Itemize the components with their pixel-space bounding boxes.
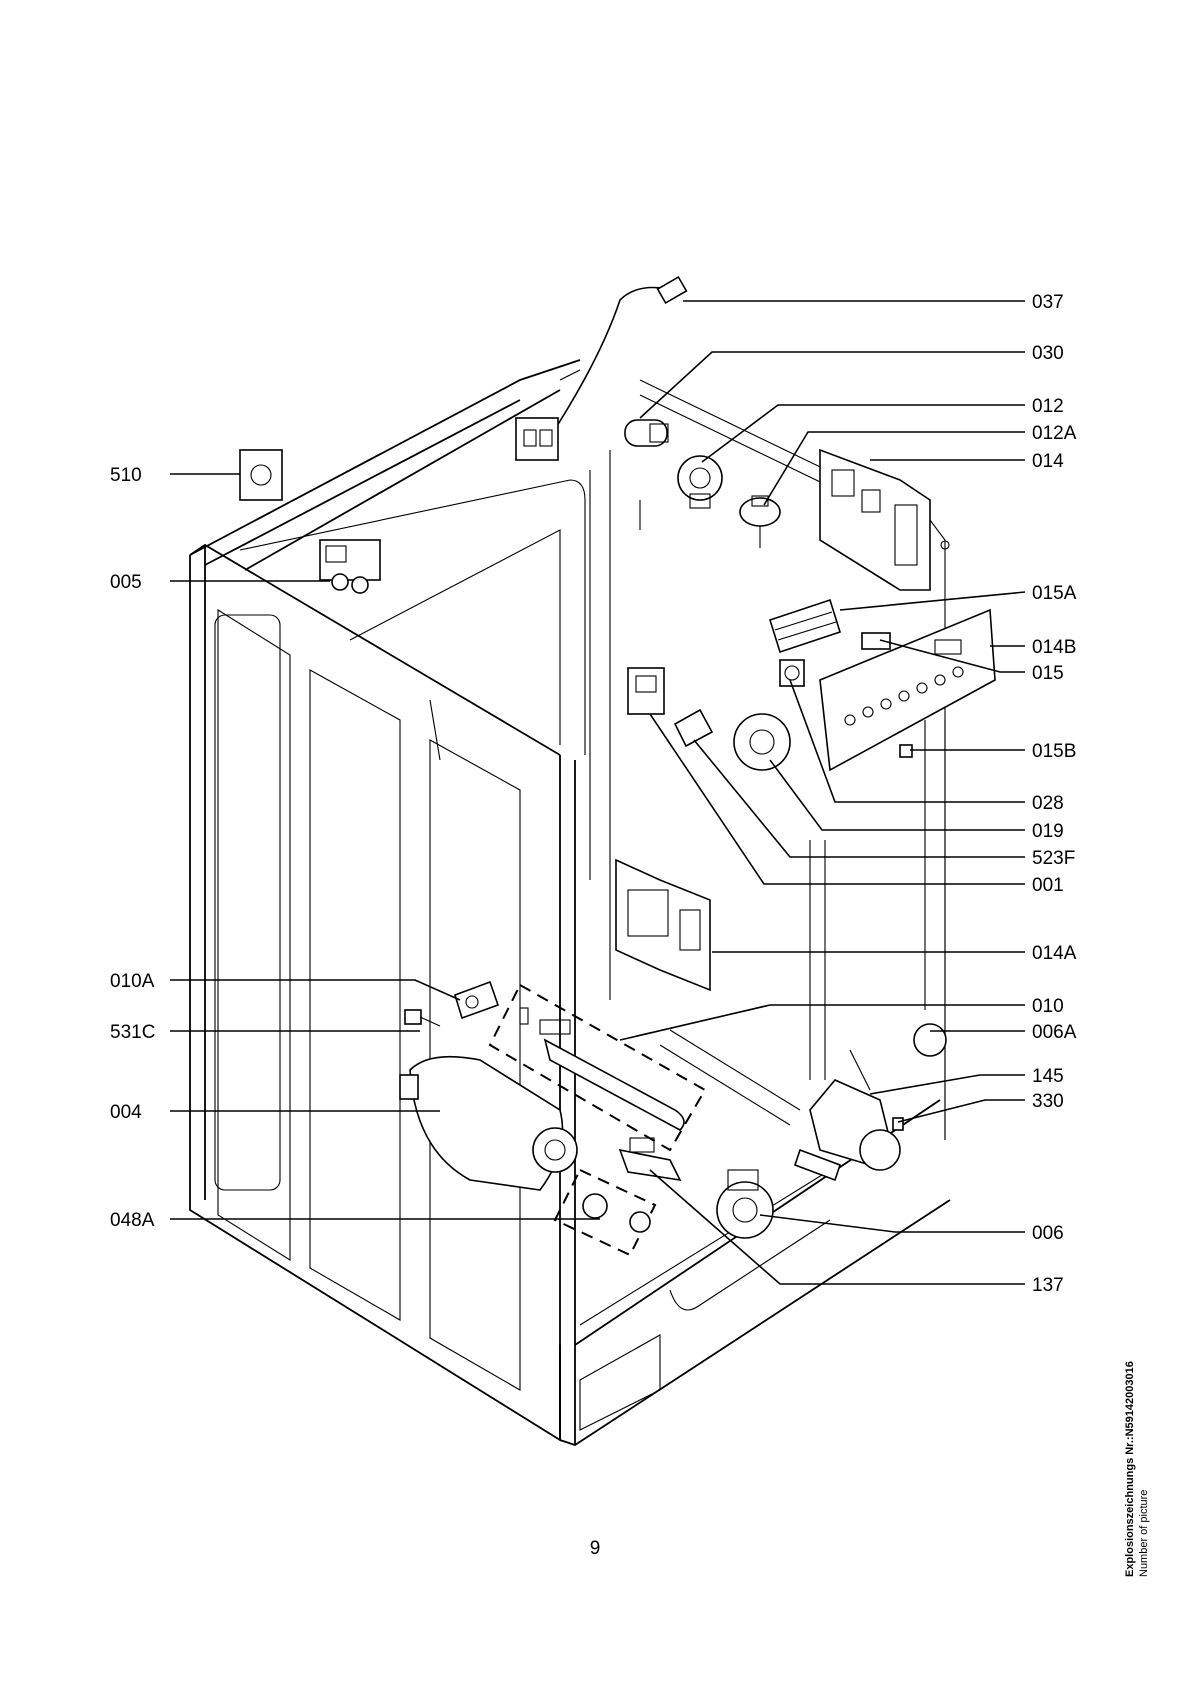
leader-012 [701,404,1025,463]
bolt-part [404,1009,441,1027]
leader-001 [649,713,1025,885]
selector-knob-part [779,659,805,687]
control-board-part [819,448,950,591]
leader-028 [789,679,1025,803]
motor-part [399,1055,578,1191]
drawing-number-caption: Number of picture [1138,1489,1150,1577]
callout-005: 005 [110,572,142,593]
leader-006 [759,1214,1025,1233]
timer-motor-part [733,713,791,771]
control-panel-part [819,608,996,772]
drawing-number: Explosionszeichnungs Nr.:N59142003016 [1124,1361,1136,1577]
leader-012A [763,431,1025,506]
callout-012: 012 [1032,396,1064,417]
callout-012A: 012A [1032,423,1077,444]
callout-037: 037 [1032,292,1064,313]
leader-010A [170,979,461,1001]
leader-lines [170,300,1026,1285]
page-number: 9 [589,1538,601,1559]
display-board-part [769,598,841,654]
callout-014B: 014B [1032,637,1076,658]
callout-145: 145 [1032,1066,1064,1087]
callout-531C: 531C [110,1022,155,1043]
filter-part [673,708,714,748]
callout-137: 137 [1032,1275,1064,1296]
callout-523F: 523F [1032,848,1075,869]
leader-019 [769,759,1025,831]
pressure-switch-2-part [739,495,781,548]
leader-137 [649,1169,1025,1285]
inlet-valve-part [319,539,381,594]
callout-030: 030 [1032,343,1064,364]
callout-510: 510 [110,465,142,486]
heater-bracket-part [454,980,500,1020]
leader-015 [879,639,1025,673]
leader-030 [639,351,1025,419]
drain-pump-part [716,1169,774,1239]
leader-015A [839,591,1026,611]
callout-001: 001 [1032,875,1064,896]
callout-006A: 006A [1032,1022,1077,1043]
leader-145 [869,1074,1025,1095]
pulley-part [553,1168,657,1257]
callout-010: 010 [1032,996,1064,1017]
capacitor-part [624,419,669,447]
callout-004: 004 [110,1102,142,1123]
mains-cable-part [515,275,688,461]
door-lock-part [627,667,665,715]
button-part [899,744,913,758]
parts [239,275,996,1257]
pump-assembly-part [793,1023,947,1182]
heater-part [488,983,707,1152]
callout-006: 006 [1032,1223,1064,1244]
callout-028: 028 [1032,793,1064,814]
callout-labels: 037 030 012 012A 014 510 005 015A 014B 0… [110,292,1077,1296]
callout-015B: 015B [1032,741,1076,762]
callout-015: 015 [1032,663,1064,684]
pressure-switch-part [677,455,723,509]
suppressor-part [618,1137,682,1182]
callout-014: 014 [1032,451,1064,472]
module-part [615,858,711,992]
cover-plate-part [239,449,283,501]
callout-010A: 010A [110,971,155,992]
leader-523F [693,739,1025,858]
callout-015A: 015A [1032,583,1077,604]
callout-048A: 048A [110,1210,155,1231]
callout-330: 330 [1032,1091,1064,1112]
leader-330 [897,1099,1025,1123]
callout-019: 019 [1032,821,1064,842]
leader-010 [619,1004,1025,1041]
callout-014A: 014A [1032,943,1077,964]
